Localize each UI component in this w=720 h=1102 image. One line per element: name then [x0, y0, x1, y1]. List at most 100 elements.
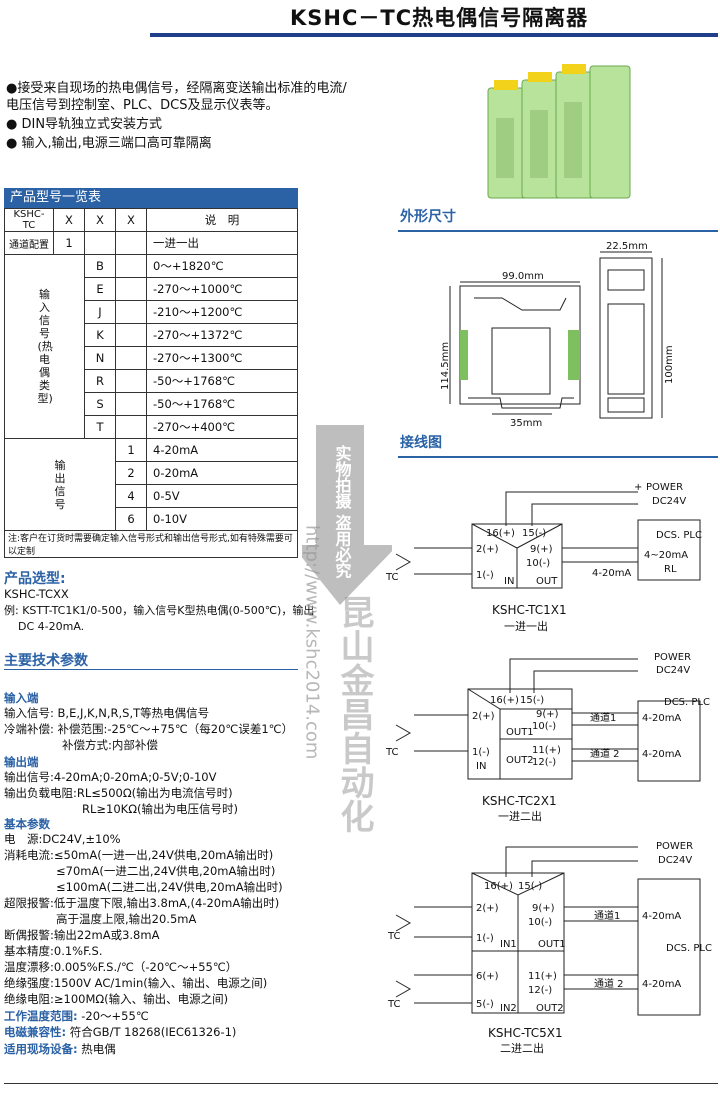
spec-current-1: 消耗电流:≤50mA(一进一出,24V供电,20mA输出时) [4, 848, 274, 862]
dim-height: 114.5mm [440, 342, 451, 390]
channel-2-label: 通道 2 [590, 747, 620, 760]
table-row: 通道配置 1 一进一出 [4, 231, 298, 255]
product-photo [487, 64, 631, 199]
plc-label-2: DCS. PLC [664, 697, 710, 708]
input-code: T [84, 415, 116, 439]
table-row: N-270～+1300℃ [5, 346, 298, 370]
dimension-drawing: 99.0mm 22.5mm 114.5mm 100mm 35mm [440, 241, 675, 429]
in1-label-3: IN1 [500, 939, 517, 950]
input-desc: -210～+1200℃ [146, 300, 298, 324]
power-label-3: POWER [656, 841, 693, 852]
input-desc: -50～+1768℃ [146, 369, 298, 393]
table-header-cell: X [84, 208, 116, 232]
table-header-row: KSHC-TC X X X 说 明 [4, 208, 298, 232]
diagram-1-sub: 一进一出 [504, 619, 548, 633]
table-row: K-270～+1372℃ [5, 323, 298, 347]
table-row: 输出信号 1 4-20mA [4, 438, 298, 531]
terminal-10-3: 10(-) [528, 917, 552, 928]
specs-rule [4, 669, 298, 670]
spec-input-signal: 输入信号: B,E,J,K,N,R,S,T等热电偶信号 [4, 706, 210, 720]
diagram-3-sub: 二进二出 [500, 1041, 544, 1055]
spec-break: 断偶报警:输出22mA或3.8mA [4, 928, 160, 942]
spec-field-label: 适用现场设备: [4, 1042, 78, 1056]
channel-1-label: 通道1 [590, 711, 616, 724]
spec-power: 电 源:DC24V,±10% [4, 832, 121, 846]
tc-label-2: TC [385, 747, 399, 758]
selection-example-2: DC 4-20mA. [18, 620, 85, 633]
terminal-16-3: 16(+) [484, 881, 513, 892]
out1-label-2: OUT1 [506, 727, 534, 738]
rl-label: RL [664, 564, 677, 575]
output-desc: 0-10V [146, 507, 298, 531]
input-code: B [84, 254, 116, 278]
terminal-15: 15(-) [522, 528, 546, 539]
channel-code: 1 [53, 231, 85, 255]
channel-desc: 一进一出 [146, 231, 298, 255]
spec-current-3: ≤100mA(二进二出,24V供电,20mA输出时) [56, 880, 283, 894]
dim-bottom: 35mm [510, 418, 542, 429]
spec-resistance: 绝缘电阻:≥100MΩ(输入、输出、电源之间) [4, 992, 229, 1006]
watermark-stamp: 实物拍摄 盗用必究 [333, 444, 353, 579]
out-label: OUT [536, 576, 558, 587]
terminal-10: 10(-) [526, 558, 550, 569]
terminal-9-2: 9(+) [536, 709, 559, 720]
spec-field: 适用现场设备: 热电偶 [4, 1041, 116, 1057]
out2-label-3: OUT2 [536, 1003, 564, 1014]
specs-heading: 主要技术参数 [4, 653, 88, 669]
dimensions-heading: 外形尺寸 [400, 209, 456, 225]
dim-width: 22.5mm [606, 241, 648, 252]
channel-2-label-3: 通道 2 [594, 977, 624, 990]
output-desc: 4-20mA [146, 438, 298, 462]
spec-current-2: ≤70mA(一进二出,24V供电,20mA输出时) [56, 864, 276, 878]
selection-heading: 产品选型: [4, 571, 66, 587]
watermark-brand: 昆山金昌自动化 [334, 595, 375, 833]
wiring-diagram-2: POWER DC24V DCS. PLC 通道1 通道 2 4-20mA 4-2… [385, 652, 710, 823]
terminal-16-2: 16(+) [490, 695, 519, 706]
input-desc: -270～+1000℃ [146, 277, 298, 301]
basic-heading: 基本参数 [4, 817, 50, 831]
tc-label-3a: TC [387, 931, 401, 942]
diagram-2-caption: KSHC-TC2X1 [482, 794, 557, 808]
output-code: 4 [115, 484, 147, 508]
terminal-5-3: 5(-) [476, 999, 494, 1010]
tc-label-3b: TC [387, 999, 401, 1010]
power-label: POWER [646, 482, 683, 493]
table-row: J -210～+1200℃ [5, 300, 298, 324]
terminal-11-3: 11(+) [528, 971, 557, 982]
selection-example: 例: KSTT-TC1K1/0-500，输入信号K型热电偶(0-500℃)，输出 [4, 604, 315, 617]
bullet-1: ●接受来自现场的热电偶信号，经隔离变送输出标准的电流/电压信号到控制室、PLC、… [6, 81, 347, 113]
terminal-9-3: 9(+) [532, 903, 555, 914]
input-code: J [84, 300, 116, 324]
terminal-12-2: 12(-) [532, 757, 556, 768]
spec-alarm-2: 高于温度上限,输出20.5mA [56, 912, 197, 926]
output-code: 2 [115, 461, 147, 485]
terminal-1-3: 1(-) [476, 933, 494, 944]
spec-field-value: 热电偶 [81, 1042, 116, 1056]
out1-label-3: OUT1 [538, 939, 566, 950]
ma-label: 4~20mA [644, 550, 688, 561]
terminal-1-2: 1(-) [472, 747, 490, 758]
minus-label: - [635, 499, 639, 510]
ma-label-3a: 4-20mA [642, 911, 681, 922]
table-row: E-270～+1000℃ [5, 277, 298, 301]
plc-label-3: DCS. PLC [666, 943, 712, 954]
terminal-2: 2(+) [476, 544, 499, 555]
input-code: R [84, 369, 116, 393]
spec-temp-label: 工作温度范围: [4, 1009, 78, 1023]
input-code: S [84, 392, 116, 416]
output-code: 6 [115, 507, 147, 531]
output-signal-label: 输出信号 [4, 438, 116, 531]
power-label-2: POWER [654, 652, 691, 663]
diagram-2-sub: 一进二出 [498, 809, 542, 823]
table-row: S-50～+1768℃ [5, 392, 298, 416]
watermark-url: http://www.kshc2014.com [302, 525, 323, 759]
spec-load: 输出负载电阻:RL≤500Ω(输出为电流信号时) [4, 786, 233, 800]
terminal-15-3: 15(-) [518, 881, 542, 892]
input-desc: -270～+1300℃ [146, 346, 298, 370]
spec-cjc-mode: 补偿方式:内部补偿 [62, 738, 158, 752]
input-desc: -270～+400℃ [146, 415, 298, 439]
input-heading: 输入端 [4, 691, 39, 705]
output-heading: 输出端 [4, 755, 39, 769]
diagram-3-caption: KSHC-TC5X1 [488, 1026, 563, 1040]
